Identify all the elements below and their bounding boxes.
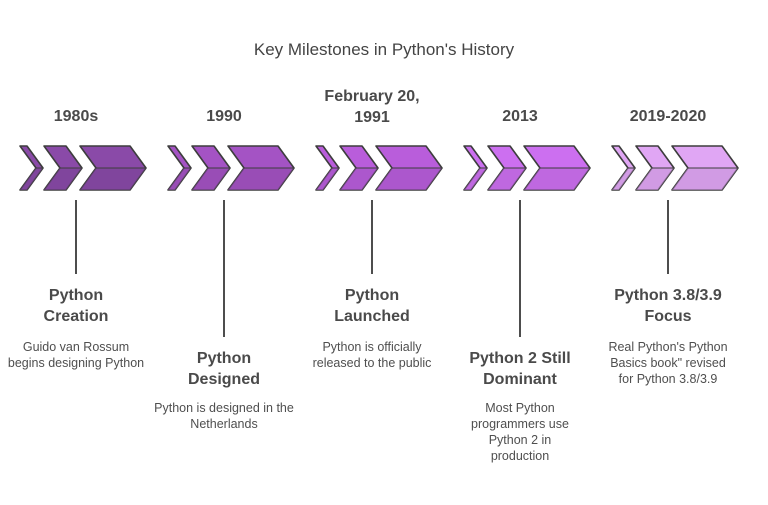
chevron-shading <box>524 168 590 190</box>
chevron-arrows-icon <box>19 145 147 191</box>
milestone-heading: Python Launched <box>334 287 410 325</box>
milestone-date: 1990 <box>206 108 242 125</box>
milestone-heading: Python 2 Still Dominant <box>469 350 571 388</box>
diagram-title: Key Milestones in Python's History <box>253 40 515 59</box>
chevron-arrows-icon <box>463 145 591 191</box>
milestone-description: Python is officially released to the pub… <box>312 340 432 370</box>
chevron-arrows-icon <box>315 145 443 191</box>
milestone-description: Most Python programmers use Python 2 in … <box>471 401 569 463</box>
chevron-shading <box>44 168 82 190</box>
milestone-date: 2013 <box>502 108 538 125</box>
milestone-date: 2019-2020 <box>629 108 707 125</box>
chevron-shading <box>376 168 442 190</box>
chevron-shading <box>168 168 191 190</box>
chevron-shading <box>80 168 146 190</box>
chevron-arrows-icon <box>611 145 739 191</box>
connector-line <box>75 200 77 274</box>
connector-line <box>223 200 225 337</box>
chevron-shading <box>316 168 339 190</box>
milestone-date: February 20, 1991 <box>324 88 420 126</box>
milestone-date: 1980s <box>53 108 99 125</box>
chevron-shading <box>612 168 635 190</box>
chevron-shading <box>340 168 378 190</box>
chevron-shading <box>488 168 526 190</box>
milestone-1990: 1990 Python Designed Python is designed … <box>150 0 298 505</box>
connector-line <box>519 200 521 337</box>
milestone-description: Guido van Rossum begins designing Python <box>7 340 145 370</box>
chevron-shading <box>464 168 487 190</box>
chevron-shading <box>636 168 674 190</box>
chevron-shading <box>192 168 230 190</box>
milestone-2013: 2013 Python 2 Still Dominant Most Python… <box>446 0 594 505</box>
chevron-shading <box>228 168 294 190</box>
milestone-2019-2020: 2019-2020 Python 3.8/3.9 Focus Real Pyth… <box>594 0 742 505</box>
chevron-shading <box>672 168 738 190</box>
milestone-heading: Python Designed <box>187 350 260 388</box>
chevron-arrows-icon <box>167 145 295 191</box>
chevron-shading <box>20 168 43 190</box>
connector-line <box>667 200 669 274</box>
milestone-1980s: 1980s Python Creation Guido van Rossum b… <box>2 0 150 505</box>
milestone-heading: Python 3.8/3.9 Focus <box>614 287 722 325</box>
milestone-description: Python is designed in the Netherlands <box>154 401 294 431</box>
milestone-description: Real Python's Python Basics book" revise… <box>608 340 728 386</box>
milestone-heading: Python Creation <box>43 287 109 325</box>
connector-line <box>371 200 373 274</box>
milestone-1991: February 20, 1991 Python Launched Python… <box>298 0 446 505</box>
